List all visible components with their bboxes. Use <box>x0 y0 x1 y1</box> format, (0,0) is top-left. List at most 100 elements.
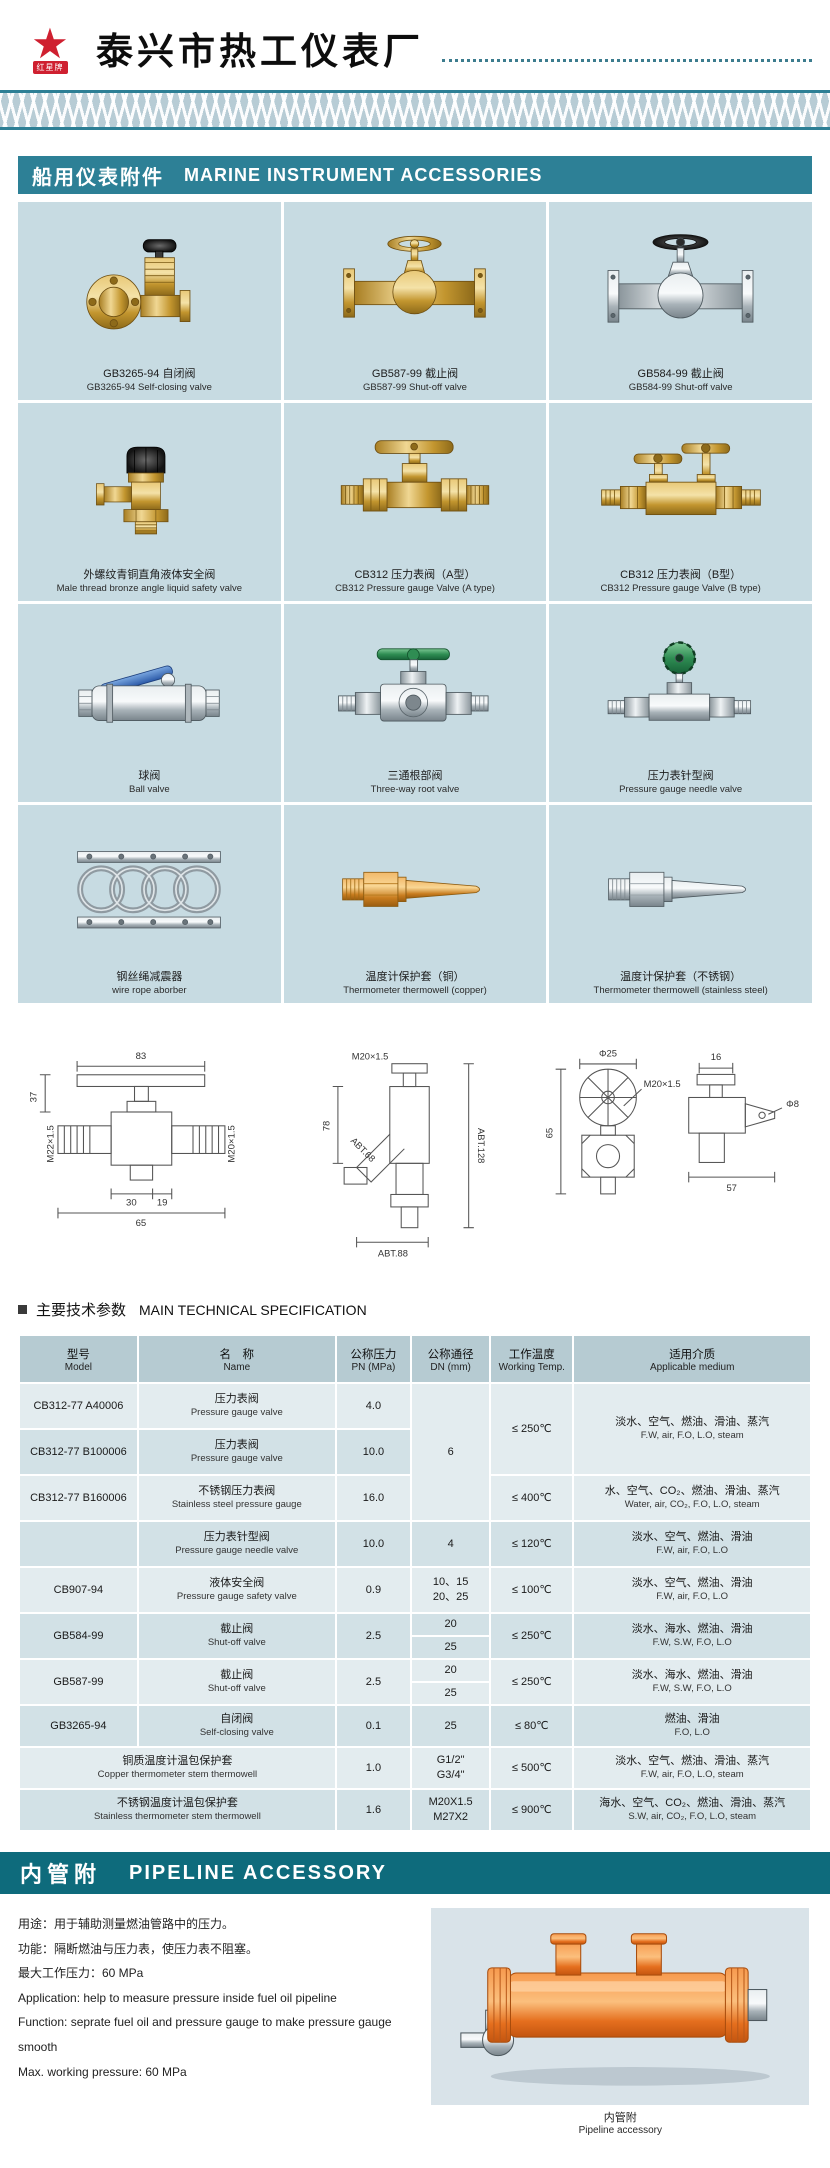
caption-zh: 压力表针型阀 <box>647 769 714 782</box>
cell-text: Copper thermometer stem thermowell <box>97 1769 258 1781</box>
angle-safety-valve-photo <box>24 411 275 568</box>
dim-label: ABT.128 <box>476 1128 486 1163</box>
caption-en: Ball valve <box>128 783 170 795</box>
spec-cell: G1/2"G3/4" <box>410 1746 492 1790</box>
dim-label: 57 <box>726 1182 736 1193</box>
page-header: ★ 红星牌 泰兴市热工仪表厂 <box>0 0 830 80</box>
cell-text: 4 <box>447 1537 454 1550</box>
cell-text: ≤ 250℃ <box>511 1675 552 1688</box>
spec-cell: 0.9 <box>334 1566 413 1614</box>
caption-en: Thermometer thermowell (copper) <box>343 984 487 996</box>
caption-zh: 钢丝绳减震器 <box>116 970 183 983</box>
header-text: 工作温度 <box>508 1348 555 1361</box>
spec-cell: ≤ 500℃ <box>489 1746 575 1790</box>
spec-cell: GB584-99 <box>18 1612 139 1660</box>
cell-text: 不锈钢温度计温包保护套 <box>116 1797 238 1810</box>
caption-en: Thermometer thermowell (stainless steel) <box>593 984 768 996</box>
company-name: 泰兴市热工仪表厂 <box>96 31 424 72</box>
product-cell: 三通根部阀 Three-way root valve <box>283 604 547 802</box>
cell-text: 淡水、空气、燃油、滑油、蒸汽 <box>615 1755 770 1768</box>
header-text: DN (mm) <box>430 1361 471 1373</box>
ball-valve-photo <box>24 612 275 769</box>
cell-text: 淡水、空气、燃油、滑油 <box>631 1531 753 1544</box>
pipeline-section-bar: 内管附 PIPELINE ACCESSORY <box>0 1852 830 1894</box>
pipeline-content: 用途：用于辅助测量燃油管路中的压力。 功能：隔断燃油与压力表，使压力表不阻塞。 … <box>18 1908 812 2136</box>
cell-text: F.O, L.O <box>674 1727 710 1739</box>
cell-text: Pressure gauge valve <box>190 1407 283 1419</box>
header-text: 公称通径 <box>427 1348 474 1361</box>
cell-text: 淡水、海水、燃油、滑油 <box>631 1669 753 1682</box>
product-cell: GB584-99 截止阀 GB584-99 Shut-off valve <box>549 202 812 400</box>
dim-label: 19 <box>157 1198 168 1209</box>
product-cell: 温度计保护套（铜） Thermometer thermowell (copper… <box>283 805 547 1003</box>
product-cell: 钢丝绳减震器 wire rope aborber <box>18 805 281 1003</box>
wire-rope-absorber-photo <box>24 813 275 970</box>
pipeline-figure: 内管附 Pipeline accessory <box>429 1908 812 2136</box>
cell-text: ≤ 120℃ <box>511 1537 552 1550</box>
spec-cell: 25 <box>410 1704 492 1748</box>
cell-text: 20 <box>444 1618 457 1631</box>
pressure-line-en: Max. working pressure: 60 MPa <box>18 2064 187 2079</box>
drawing-safety-valve: M20×1.5 78 ABT.128 ABT.68 ABT.88 <box>322 1052 486 1259</box>
product-cell: 压力表针型阀 Pressure gauge needle valve <box>549 604 812 802</box>
pressure-line-zh: 最大工作压力：60 MPa <box>18 1966 144 1981</box>
usage-line-en: Application: help to measure pressure in… <box>18 1990 337 2005</box>
product-cell: 温度计保护套（不锈钢） Thermometer thermowell (stai… <box>549 805 812 1003</box>
spec-cell: ≤ 400℃ <box>489 1474 575 1522</box>
cell-text: Pressure gauge safety valve <box>176 1591 297 1603</box>
needle-valve-photo <box>555 612 806 769</box>
spec-row: 25 <box>19 1681 811 1706</box>
spec-cell: 20 <box>410 1612 492 1637</box>
spec-cell: GB587-99 <box>18 1658 139 1706</box>
dim-label: 16 <box>711 1051 721 1062</box>
cell-text: F.W, S.W, F.O, L.O <box>652 1637 732 1649</box>
cell-text: 25 <box>444 1687 457 1700</box>
caption-zh: 三通根部阀 <box>387 769 443 782</box>
cell-text: CB312-77 B160006 <box>30 1491 127 1504</box>
marine-title-en: MARINE INSTRUMENT ACCESSORIES <box>184 164 543 185</box>
bronze-shut-off-valve-photo <box>290 210 541 367</box>
caption-zh: 温度计保护套（铜） <box>365 970 465 983</box>
cell-text: 25 <box>444 1641 457 1654</box>
spec-cell: 20 <box>410 1658 492 1683</box>
caption-en: CB312 Pressure gauge Valve (B type) <box>600 582 761 594</box>
dim-label: M20×1.5 <box>644 1078 681 1089</box>
cell-text: 20、25 <box>432 1591 469 1603</box>
spec-cell: 6 <box>410 1382 492 1522</box>
dim-label: 65 <box>136 1218 147 1229</box>
cell-text: Self-closing valve <box>199 1727 274 1739</box>
header-text: Model <box>64 1361 93 1373</box>
decorative-zigzag-band <box>0 90 830 130</box>
dim-label: 78 <box>322 1121 332 1131</box>
cell-text: ≤ 250℃ <box>511 1629 552 1642</box>
header-text: 适用介质 <box>669 1348 716 1361</box>
product-cell: GB587-99 截止阀 GB587-99 Shut-off valve <box>283 202 547 400</box>
spec-cell: 10.0 <box>334 1428 413 1476</box>
cell-text: 20 <box>444 1664 457 1677</box>
product-cell: CB312 压力表阀（B型） CB312 Pressure gauge Valv… <box>549 403 812 601</box>
caption-zh: 外螺纹青铜直角液体安全阀 <box>83 568 216 581</box>
cell-text: 水、空气、CO₂、燃油、滑油、蒸汽 <box>604 1485 780 1498</box>
dim-label: ABT.68 <box>349 1136 377 1164</box>
pipeline-accessory-photo <box>431 1908 810 2105</box>
cell-text: 6 <box>447 1445 454 1458</box>
spec-cell: 1.0 <box>334 1746 413 1790</box>
cell-text: ≤ 100℃ <box>511 1583 552 1596</box>
cell-text: CB312-77 A40006 <box>33 1399 124 1412</box>
caption-zh: GB3265-94 自闭阀 <box>103 367 196 380</box>
pressure-gauge-valve-b-photo <box>555 411 806 568</box>
spec-cell: ≤ 80℃ <box>489 1704 575 1748</box>
pipeline-title-zh: 内管附 <box>20 1862 102 1887</box>
